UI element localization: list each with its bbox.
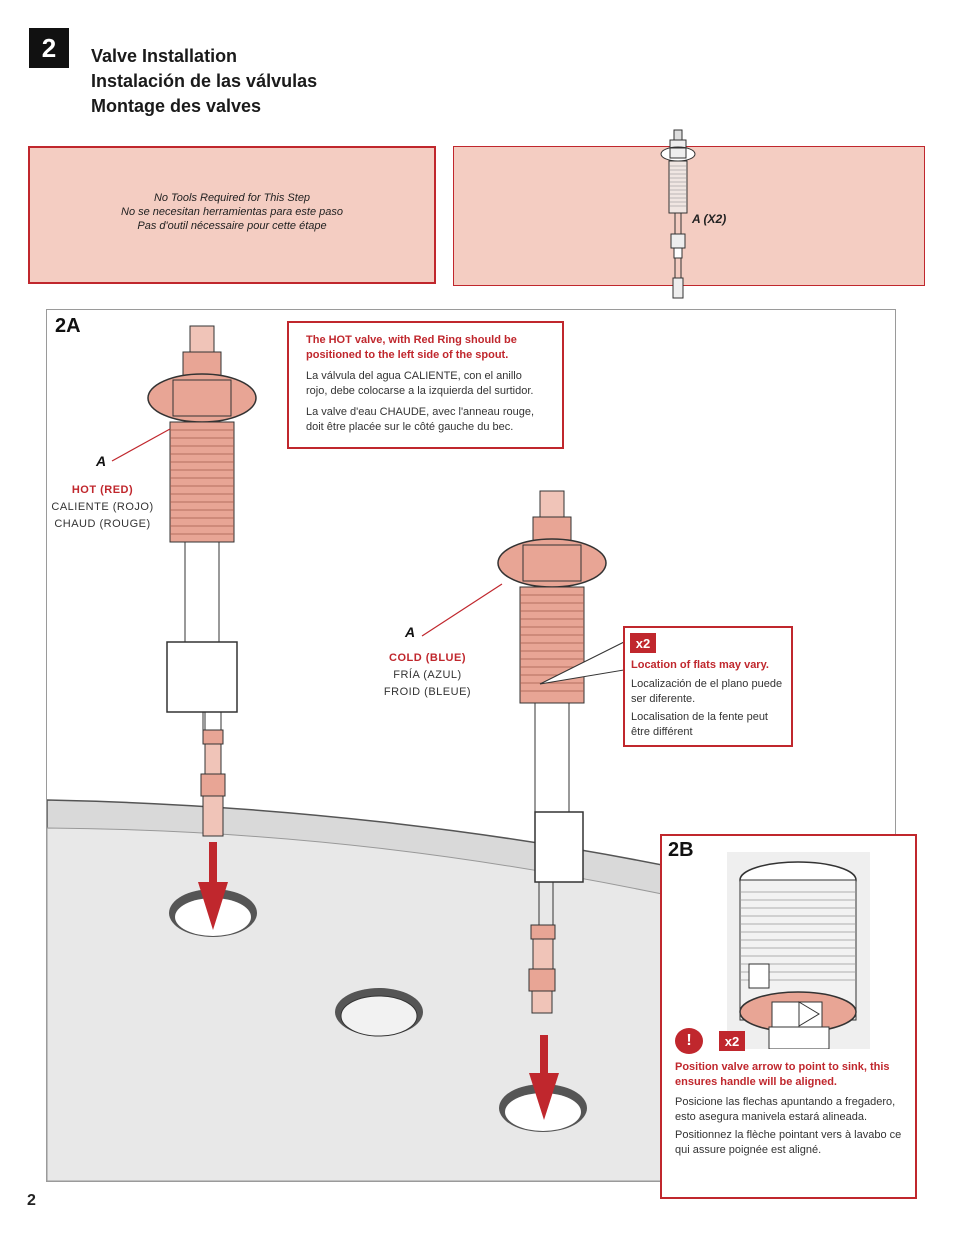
- tools-note-en: No Tools Required for This Step: [153, 192, 311, 204]
- warning-icon: !: [675, 1028, 703, 1054]
- parts-label: A (X2): [692, 212, 727, 226]
- hot-valve-callout: The HOT valve, with Red Ring should be p…: [287, 321, 564, 449]
- tools-note-fr: Pas d'outil nécessaire pour cette étape: [137, 220, 327, 232]
- step-2b-instructions: Position valve arrow to point to sink, t…: [675, 1060, 910, 1158]
- page-number: 2: [27, 1192, 36, 1209]
- cold-label-fr: FROID (BLEUE): [383, 686, 472, 698]
- section-2b-label: 2B: [668, 839, 694, 861]
- cold-valve-illustration: [497, 490, 607, 1014]
- valve-part-illustration: [660, 129, 696, 299]
- arrow-quantity-badge: x2: [719, 1031, 745, 1051]
- section-2a-label: 2A: [55, 315, 81, 337]
- hot-callout-es: La válvula del agua CALIENTE, con el ani…: [306, 370, 534, 397]
- cold-valve-label: COLD (BLUE) FRÍA (AZUL) FROID (BLEUE): [365, 650, 490, 701]
- hot-callout-fr: La valve d'eau CHAUDE, avec l'anneau rou…: [306, 406, 535, 433]
- hot-valve-label: HOT (RED) CALIENTE (ROJO) CHAUD (ROUGE): [40, 482, 165, 533]
- cold-part-letter: A: [405, 624, 416, 640]
- valve-arrow-closeup: [727, 852, 870, 1049]
- insert-arrow-cold: [529, 1035, 559, 1120]
- tools-note-es: No se necesitan herramientas para este p…: [121, 206, 343, 218]
- step-2b-en: Position valve arrow to point to sink, t…: [675, 1061, 890, 1088]
- hot-label-es: CALIENTE (ROJO): [51, 501, 154, 513]
- hot-valve-illustration: [147, 325, 257, 837]
- cold-leader-line: [421, 583, 503, 637]
- title-french: Montage des valves: [91, 96, 262, 116]
- insert-arrow-hot: [198, 842, 228, 930]
- step-2b-fr: Positionnez la flèche pointant vers à la…: [675, 1129, 902, 1156]
- flats-callout: Location of flats may vary. Localización…: [623, 626, 793, 747]
- flats-es: Localización de el plano puede ser difer…: [631, 678, 783, 705]
- hot-callout-heading: The HOT valve, with Red Ring should be p…: [306, 334, 517, 361]
- hot-leader-line: [111, 428, 171, 462]
- title-english: Valve Installation: [91, 46, 238, 66]
- hot-label-fr: CHAUD (ROUGE): [54, 518, 151, 530]
- flats-quantity-badge: x2: [630, 633, 656, 653]
- title-spanish: Instalación de las válvulas: [91, 71, 318, 91]
- hot-part-letter: A: [96, 453, 107, 469]
- flats-fr: Localisation de la fente peut être diffé…: [631, 711, 768, 738]
- step-number-badge: 2: [29, 28, 69, 68]
- hot-label-en: HOT (RED): [71, 484, 134, 496]
- step-2b-es: Posicione las flechas apuntando a fregad…: [675, 1096, 896, 1123]
- cold-label-es: FRÍA (AZUL): [393, 669, 462, 681]
- parts-panel: [453, 146, 925, 286]
- flats-pointer: [539, 641, 625, 685]
- cold-label-en: COLD (BLUE): [389, 652, 466, 664]
- tools-note: No Tools Required for This Step No se ne…: [28, 191, 436, 233]
- tools-panel: [28, 146, 436, 284]
- flats-en: Location of flats may vary.: [631, 659, 769, 671]
